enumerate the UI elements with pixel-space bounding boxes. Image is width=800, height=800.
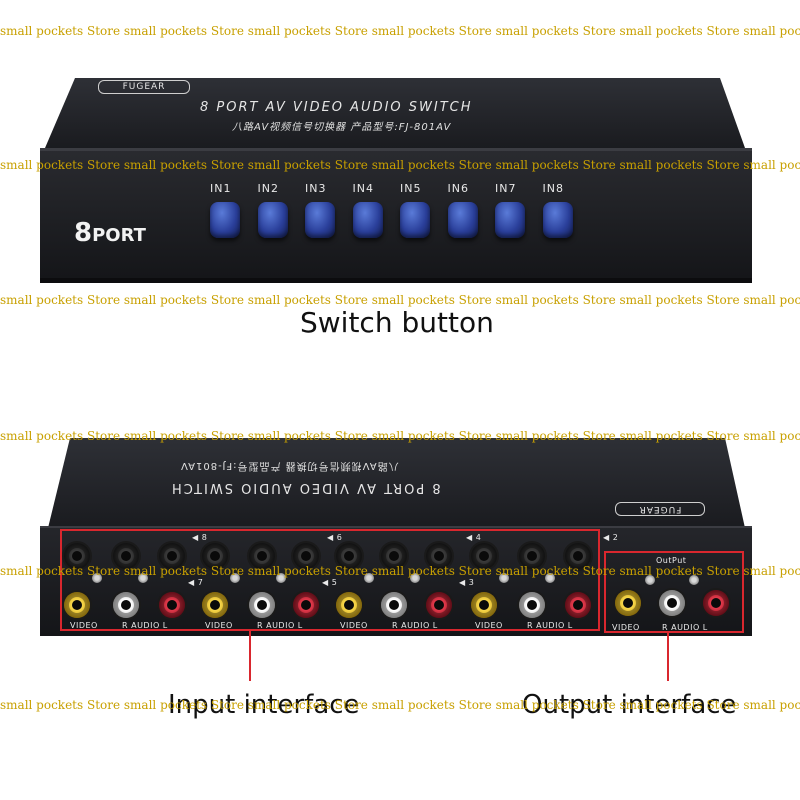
rca-jack-input-top[interactable]	[336, 543, 362, 569]
output-leader-line	[667, 633, 669, 681]
audio-label: R AUDIO L	[392, 621, 438, 630]
rca-jack-input-red[interactable]	[426, 592, 452, 618]
rca-jack-input-top[interactable]	[293, 543, 319, 569]
port-logo-number: 8	[74, 218, 93, 248]
screw-icon	[410, 573, 420, 583]
video-label: VIDEO	[70, 621, 98, 630]
output-label: OutPut	[656, 556, 687, 565]
rca-jack-input-yellow[interactable]	[64, 592, 90, 618]
rear-product-title: 8 PORT AV VIDEO AUDIO SWITCH	[170, 480, 441, 495]
switch-rear-panel: 八路AV视频信号切换器 产品型号:FJ-801AV 8 PORT AV VIDE…	[40, 438, 752, 636]
button-label-in4: IN4	[352, 182, 374, 195]
video-label: VIDEO	[340, 621, 368, 630]
rca-jack-input-yellow[interactable]	[336, 592, 362, 618]
rca-jack-input-white[interactable]	[249, 592, 275, 618]
screw-icon	[499, 573, 509, 583]
video-label: VIDEO	[475, 621, 503, 630]
switch-front-panel: FUGEAR 8 PORT AV VIDEO AUDIO SWITCH 八路AV…	[40, 78, 752, 283]
input-group-number: ◀ 5	[322, 578, 338, 587]
input-select-button-in3[interactable]	[305, 202, 335, 238]
output-audio-label: R AUDIO L	[662, 623, 708, 632]
screw-icon	[138, 573, 148, 583]
input-select-button-in8[interactable]	[542, 202, 573, 238]
input-group-number: ◀ 2	[603, 533, 619, 542]
screw-icon	[645, 575, 655, 585]
product-title: 8 PORT AV VIDEO AUDIO SWITCH	[200, 100, 473, 115]
button-label-in6: IN6	[447, 182, 469, 195]
input-interface-highlight	[60, 529, 600, 631]
port-logo: 8PORT	[74, 218, 146, 248]
rca-jack-input-white[interactable]	[381, 592, 407, 618]
input-group-number: ◀ 7	[188, 578, 204, 587]
caption-input-interface: Input interface	[168, 690, 360, 720]
rca-jack-input-white[interactable]	[519, 592, 545, 618]
input-select-button-in2[interactable]	[257, 202, 288, 238]
rear-product-subtitle: 八路AV视频信号切换器 产品型号:FJ-801AV	[180, 460, 399, 471]
rca-jack-input-top[interactable]	[64, 543, 90, 569]
brand-badge: FUGEAR	[98, 80, 190, 94]
rca-jack-input-top[interactable]	[381, 543, 407, 569]
audio-label: R AUDIO L	[527, 621, 573, 630]
rca-jack-input-red[interactable]	[159, 592, 185, 618]
port-logo-text: PORT	[92, 225, 146, 246]
rca-jack-output-yellow[interactable]	[615, 590, 641, 616]
input-select-button-in6[interactable]	[447, 202, 478, 238]
rca-jack-input-yellow[interactable]	[202, 592, 228, 618]
video-label: VIDEO	[205, 621, 233, 630]
input-group-number: ◀ 6	[327, 533, 343, 542]
button-label-in2: IN2	[257, 182, 279, 195]
rca-jack-input-white[interactable]	[113, 592, 139, 618]
caption-switch-button: Switch button	[300, 306, 494, 339]
screw-icon	[545, 573, 555, 583]
button-label-in8: IN8	[542, 182, 564, 195]
product-subtitle: 八路AV视频信号切换器 产品型号:FJ-801AV	[232, 122, 452, 133]
input-select-button-in1[interactable]	[210, 202, 240, 238]
input-select-button-in7[interactable]	[495, 202, 525, 238]
watermark-row: small pockets Store small pockets Store …	[0, 293, 800, 307]
input-group-number: ◀ 3	[459, 578, 475, 587]
caption-output-interface: Output interface	[522, 690, 737, 720]
input-select-button-in4[interactable]	[352, 202, 383, 238]
watermark-row: small pockets Store small pockets Store …	[0, 429, 800, 443]
rca-jack-input-top[interactable]	[471, 543, 497, 569]
brand-text: FUGEAR	[122, 82, 166, 92]
rca-jack-input-top[interactable]	[426, 543, 452, 569]
watermark-row: small pockets Store small pockets Store …	[0, 24, 800, 38]
input-leader-line	[249, 631, 251, 681]
input-group-number: ◀ 4	[466, 533, 482, 542]
device-body-rear	[40, 438, 752, 636]
rca-jack-input-yellow[interactable]	[471, 592, 497, 618]
rear-brand-badge: FUGEAR	[615, 502, 705, 516]
rca-jack-input-red[interactable]	[293, 592, 319, 618]
screw-icon	[92, 573, 102, 583]
watermark-row: small pockets Store small pockets Store …	[0, 698, 800, 712]
audio-label: R AUDIO L	[122, 621, 168, 630]
rca-jack-input-top[interactable]	[565, 543, 591, 569]
rca-jack-input-top[interactable]	[202, 543, 228, 569]
rear-brand-text: FUGEAR	[638, 504, 682, 514]
screw-icon	[689, 575, 699, 585]
button-label-in5: IN5	[400, 182, 422, 195]
rca-jack-input-top[interactable]	[113, 543, 139, 569]
rca-jack-output-red[interactable]	[703, 590, 729, 616]
screw-icon	[276, 573, 286, 583]
screw-icon	[230, 573, 240, 583]
device-body-front	[40, 78, 752, 283]
button-label-in7: IN7	[495, 182, 517, 195]
output-interface-highlight	[604, 551, 744, 633]
rca-jack-input-red[interactable]	[565, 592, 591, 618]
rca-jack-input-top[interactable]	[519, 543, 545, 569]
rca-jack-input-top[interactable]	[159, 543, 185, 569]
button-label-in3: IN3	[305, 182, 327, 195]
watermark-row: small pockets Store small pockets Store …	[0, 564, 800, 578]
button-label-in1: IN1	[210, 182, 232, 195]
input-group-number: ◀ 8	[192, 533, 208, 542]
output-video-label: VIDEO	[612, 623, 640, 632]
screw-icon	[364, 573, 374, 583]
input-select-button-in5[interactable]	[400, 202, 430, 238]
watermark-row: small pockets Store small pockets Store …	[0, 158, 800, 172]
rca-jack-output-white[interactable]	[659, 590, 685, 616]
rca-jack-input-top[interactable]	[249, 543, 275, 569]
audio-label: R AUDIO L	[257, 621, 303, 630]
